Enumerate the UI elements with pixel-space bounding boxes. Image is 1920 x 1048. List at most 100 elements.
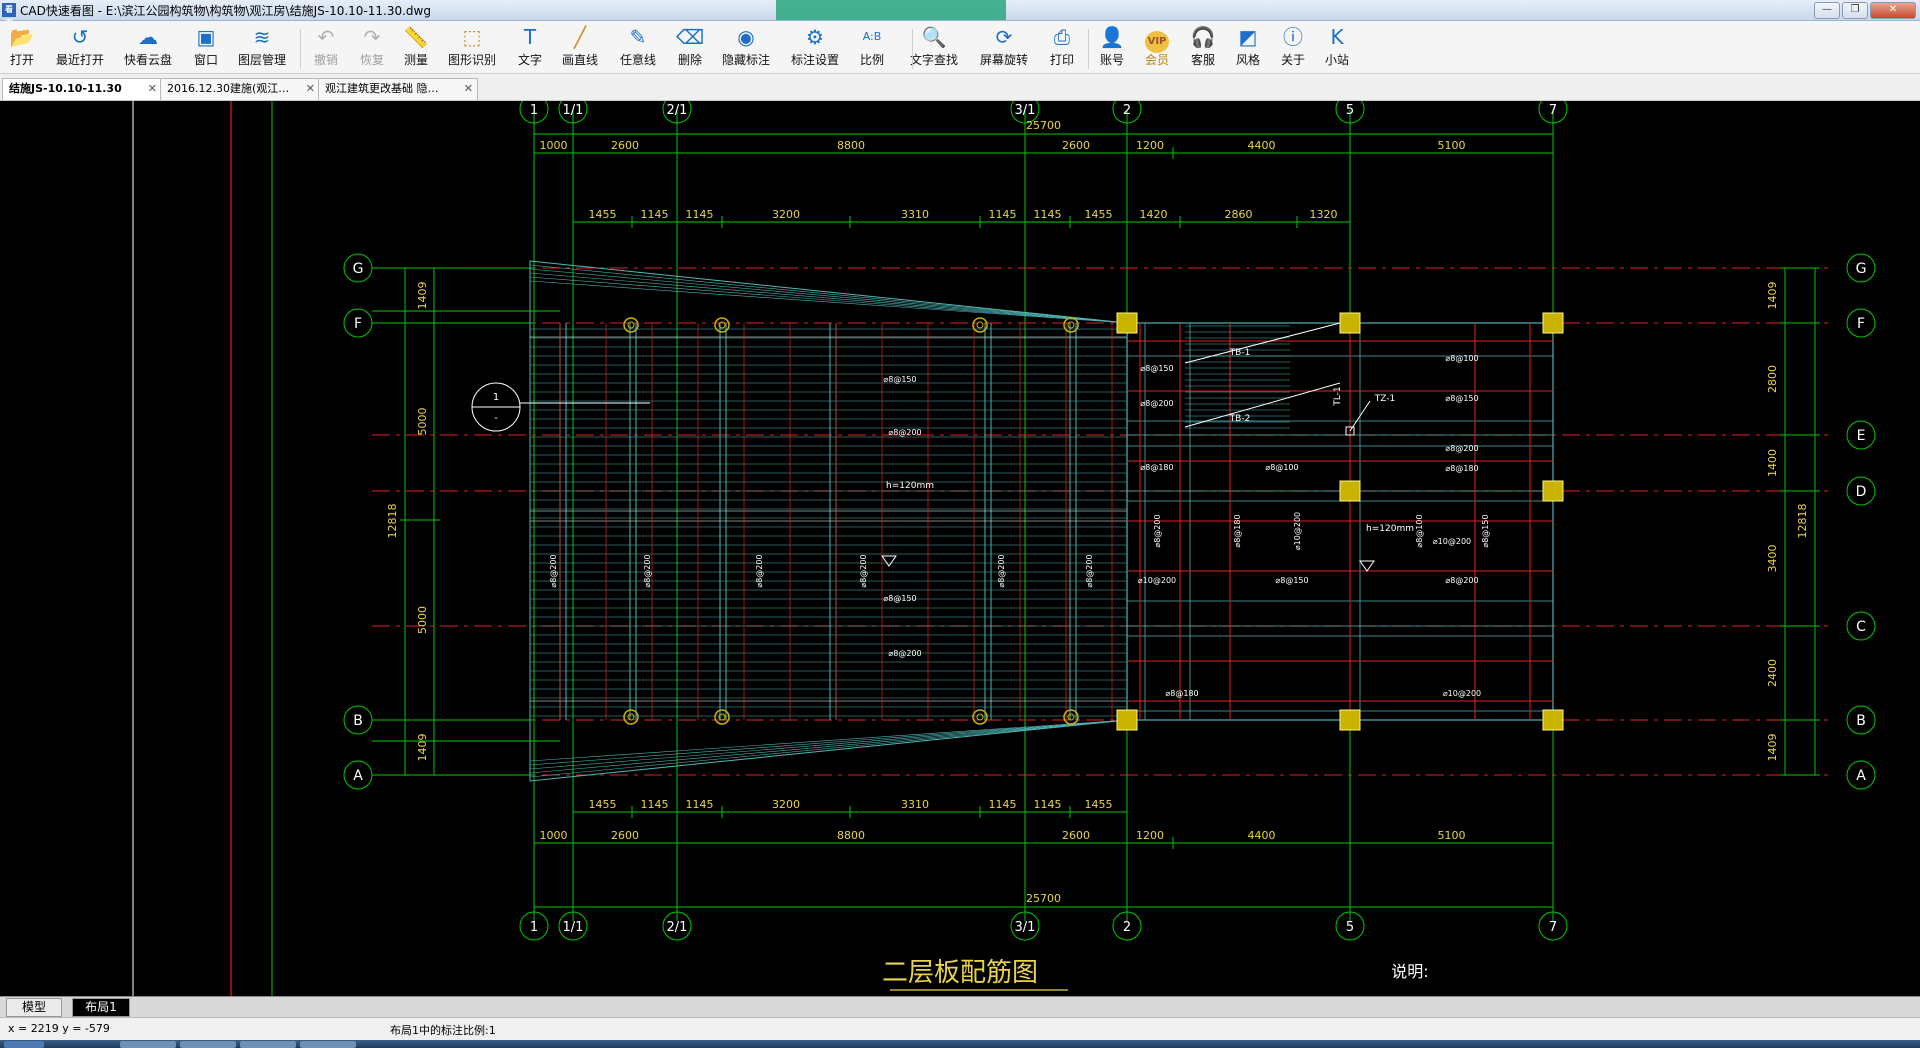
tool-hide-button[interactable]: ◉隐藏标注 <box>716 25 776 71</box>
grid-bubble-column <box>519 101 549 124</box>
tool-layers-button[interactable]: ≋图层管理 <box>232 25 292 71</box>
round-column-core <box>627 713 635 721</box>
stair-label: TZ-1 <box>1374 394 1395 404</box>
grid-bubble-column <box>558 911 588 941</box>
tab-architecture-drawing[interactable]: 2016.12.30建施(观江… ✕ <box>160 78 320 100</box>
tool-redo-button[interactable]: ↷恢复 <box>342 25 402 71</box>
title-bar: 看图 CAD快速看图 - E:\滨江公园构筑物\构筑物\观江房\结施JS-10.… <box>0 0 1920 28</box>
history-icon: ↺ <box>71 25 89 49</box>
rebar-label: ⌀8@100 <box>1415 514 1424 547</box>
tab-close-icon[interactable]: ✕ <box>463 82 473 95</box>
tool-print-button[interactable]: ⎙打印 <box>1032 25 1092 71</box>
square-column <box>1339 312 1361 334</box>
grid-bubble-label: 2/1 <box>667 920 688 935</box>
tool-recognize-button[interactable]: ⬚图形识别 <box>442 25 502 71</box>
k-site-icon: K <box>1330 25 1344 49</box>
tool-label: 图层管理 <box>237 53 286 67</box>
round-column <box>714 317 730 333</box>
model-tab[interactable]: 模型 <box>6 998 62 1017</box>
rebar-label: ⌀8@200 <box>643 554 652 587</box>
dim-row2-label: 3200 <box>772 208 800 221</box>
tool-delete-button[interactable]: ⌫删除 <box>660 25 720 71</box>
tool-label: 画直线 <box>561 53 598 67</box>
printer-icon: ⎙ <box>1054 25 1070 49</box>
tool-rotate-button[interactable]: ⟳屏幕旋转 <box>974 25 1034 71</box>
tool-service-button[interactable]: 🎧客服 <box>1173 25 1233 71</box>
undo-icon: ↶ <box>317 25 335 49</box>
rebar-label: ⌀8@200 <box>888 649 921 658</box>
tool-open-button[interactable]: 📂打开 <box>0 25 52 71</box>
tab-close-icon[interactable]: ✕ <box>305 82 315 95</box>
tool-label: 关于 <box>1280 53 1305 67</box>
tool-about-button[interactable]: ⓘ 关于 <box>1263 25 1323 71</box>
background-window-tab <box>776 0 1006 20</box>
grid-bubble-label: 2 <box>1123 920 1131 935</box>
tool-measure-button[interactable]: 📏测量 <box>386 25 446 71</box>
grid-bubble-label: 2/1 <box>667 103 688 118</box>
tab-foundation-drawing[interactable]: 观江建筑更改基础 隐… ✕ <box>318 78 478 100</box>
window-icon: ▣ <box>196 25 216 49</box>
tool-label: 标注设置 <box>790 53 839 67</box>
tool-recent-button[interactable]: ↺最近打开 <box>50 25 110 71</box>
grid-bubble-label: G <box>353 261 364 277</box>
dim-row2-label: 1145 <box>686 208 714 221</box>
rebar-label: ⌀8@150 <box>883 375 916 384</box>
dim-left-label: 1409 <box>416 282 429 310</box>
rebar-label: ⌀8@200 <box>859 554 868 587</box>
stair-label: TB-2 <box>1229 414 1251 424</box>
dim-right-label: 2400 <box>1766 659 1779 687</box>
tool-style-button[interactable]: ◩ 风格 <box>1218 25 1278 71</box>
maximize-button[interactable]: ❐ <box>1842 2 1868 19</box>
tool-freeline-button[interactable]: ✎任意线 <box>608 25 668 71</box>
tab-structure-drawing[interactable]: 结施JS-10.10-11.30 ✕ <box>2 78 162 100</box>
round-column <box>972 709 988 725</box>
rebar-label: ⌀8@200 <box>1445 576 1478 585</box>
tool-label: 风格 <box>1235 53 1260 67</box>
dim-row2-label: 1145 <box>686 798 714 811</box>
tool-window-button[interactable]: ▣窗口 <box>176 25 236 71</box>
tool-line-button[interactable]: ╱画直线 <box>550 25 610 71</box>
dim-row1-label: 5100 <box>1438 829 1466 842</box>
window-title: CAD快速看图 - E:\滨江公园构筑物\构筑物\观江房\结施JS-10.10-… <box>20 4 431 18</box>
tool-find-button[interactable]: 🔍文字查找 <box>904 25 964 71</box>
start-button[interactable] <box>4 1041 44 1048</box>
taskbar-app[interactable] <box>180 1041 236 1048</box>
text-icon: T <box>523 25 537 49</box>
dim-row2-label: 1145 <box>641 798 669 811</box>
stair-run-line <box>1184 382 1341 428</box>
round-column <box>1063 709 1079 725</box>
tool-annot-button[interactable]: ⚙标注设置 <box>785 25 845 71</box>
tool-account-button[interactable]: 👤账号 <box>1082 25 1142 71</box>
grid-bubble-label: B <box>1856 713 1866 729</box>
style-icon: ◩ <box>1238 25 1258 49</box>
dim-row1-label: 2600 <box>611 139 639 152</box>
dim-left-label: 5000 <box>416 606 429 634</box>
grid-bubble-row <box>1846 420 1876 450</box>
rebar-label: ⌀10@200 <box>1443 689 1481 698</box>
round-column-core <box>976 713 984 721</box>
taskbar-app[interactable] <box>240 1041 296 1048</box>
tool-cloud-button[interactable]: ☁快看云盘 <box>118 25 178 71</box>
close-button[interactable]: ✕ <box>1870 2 1916 19</box>
dim-right-label: 1409 <box>1766 282 1779 310</box>
rebar-label: ⌀8@150 <box>883 594 916 603</box>
info-icon: ⓘ <box>1283 25 1303 49</box>
taskbar-app[interactable] <box>300 1041 356 1048</box>
tool-undo-button[interactable]: ↶撤销 <box>296 25 356 71</box>
dim-row3-label: 2860 <box>1225 208 1253 221</box>
square-column <box>1116 312 1138 334</box>
toolbar-separator <box>1088 29 1089 69</box>
eraser-icon: ⌫ <box>675 25 705 49</box>
minimize-button[interactable]: — <box>1814 2 1840 19</box>
tab-close-icon[interactable]: ✕ <box>147 82 157 95</box>
layout1-tab[interactable]: 布局1 <box>72 998 130 1017</box>
toolbar-separator <box>912 29 913 69</box>
taskbar-app[interactable] <box>120 1041 176 1048</box>
